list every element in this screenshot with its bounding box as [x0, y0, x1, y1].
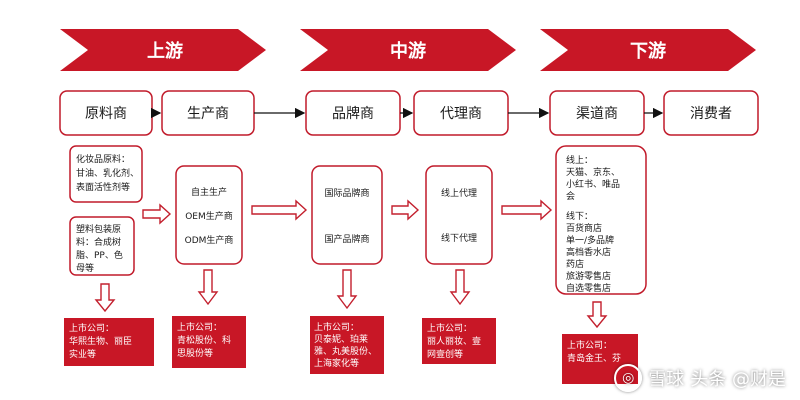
stage-banner-downstream: 下游: [540, 29, 756, 71]
svg-text:线下：: 线下：: [566, 210, 593, 222]
svg-text:甘油、乳化剂、: 甘油、乳化剂、: [76, 167, 139, 179]
svg-text:思股份等: 思股份等: [177, 347, 213, 359]
svg-text:化妆品原料：: 化妆品原料：: [76, 153, 130, 165]
watermark: ◎ 雪球 头条 @财是: [614, 364, 786, 392]
svg-text:华熙生物、丽臣: 华熙生物、丽臣: [69, 335, 132, 347]
svg-text:小红书、唯品: 小红书、唯品: [566, 178, 620, 190]
svg-text:药店: 药店: [566, 258, 584, 270]
chain-box-brand: 品牌商: [305, 90, 401, 136]
svg-text:雅、丸美股份、: 雅、丸美股份、: [314, 345, 377, 357]
svg-text:上海家化等: 上海家化等: [314, 357, 359, 369]
chain-box-agent: 代理商: [413, 90, 509, 136]
hollow-arrow-brand-to-agent: [391, 199, 420, 221]
hollow-arrow-down-brand: [336, 269, 358, 310]
svg-text:芬: 芬: [612, 353, 621, 364]
hollow-arrow-raw-to-manufacturer: [142, 203, 172, 225]
svg-text:百货商店: 百货商店: [566, 222, 602, 234]
svg-text:上市公司：: 上市公司：: [427, 322, 472, 334]
hollow-arrow-agent-to-channel: [501, 199, 553, 221]
svg-text:代理商: 代理商: [440, 106, 482, 122]
stage-banner-upstream: 上游: [60, 29, 266, 71]
svg-text:国际品牌商: 国际品牌商: [324, 187, 369, 199]
flow-arrows-horizontal: [142, 199, 553, 225]
svg-text:料：合成树: 料：合成树: [76, 236, 121, 248]
svg-text:网壹创等: 网壹创等: [427, 348, 463, 360]
svg-text:高档香水店: 高档香水店: [566, 246, 611, 258]
watermark-author: 头条 @财是: [690, 369, 786, 390]
svg-text:上市公司：: 上市公司：: [69, 322, 114, 334]
hollow-arrow-down-agent: [449, 269, 471, 306]
detail-channel: 线上： 天猫、京东、 小红书、唯品 会 线下： 百货商店 单一/多品牌 高档香水…: [555, 145, 647, 295]
hollow-arrow-manufacturer-to-brand: [251, 199, 308, 221]
company-box-upstream: 上市公司： 华熙生物、丽臣 实业等: [64, 318, 154, 366]
chain-box-raw-material: 原料商: [59, 90, 153, 136]
hollow-arrow-down-channel: [586, 301, 608, 329]
watermark-site: 雪球: [648, 369, 685, 390]
svg-text:会: 会: [566, 190, 575, 202]
svg-text:天猫、京东、: 天猫、京东、: [566, 166, 620, 178]
detail-raw-material-cosmetic: 化妆品原料： 甘油、乳化剂、 表面活性剂等: [69, 145, 143, 203]
svg-text:线上代理: 线上代理: [441, 187, 477, 199]
chain-box-channel: 渠道商: [549, 90, 645, 136]
svg-text:国产品牌商: 国产品牌商: [324, 233, 369, 245]
hollow-arrow-down-upstream: [94, 283, 116, 313]
svg-text:品牌商: 品牌商: [332, 105, 374, 122]
svg-text:上市公司：: 上市公司：: [177, 321, 222, 333]
svg-text:线上：: 线上：: [566, 154, 593, 166]
xueqiu-logo-icon: ◎: [614, 364, 643, 392]
chain-box-consumer: 消费者: [663, 90, 759, 136]
svg-text:表面活性剂等: 表面活性剂等: [76, 181, 130, 193]
svg-text:线下代理: 线下代理: [441, 232, 477, 244]
chain-box-manufacturer: 生产商: [161, 90, 255, 136]
svg-text:母等: 母等: [76, 262, 94, 274]
company-box-agent: 上市公司： 丽人丽妆、壹 网壹创等: [422, 318, 496, 364]
detail-raw-material-packaging: 塑料包装原 料：合成树 脂、PP、色 母等: [69, 216, 135, 276]
svg-text:旅游零售店: 旅游零售店: [566, 270, 611, 282]
detail-manufacturer: 自主生产 OEM生产商 ODM生产商: [175, 165, 243, 265]
stage-banner-midstream: 中游: [300, 29, 516, 71]
svg-text:上市公司：: 上市公司：: [567, 339, 612, 351]
company-box-brand: 上市公司： 贝泰妮、珀莱 雅、丸美股份、 上海家化等: [310, 316, 384, 374]
svg-text:ODM生产商: ODM生产商: [185, 234, 234, 246]
company-box-manufacturer: 上市公司： 青松股份、科 思股份等: [172, 316, 246, 368]
hollow-arrow-down-manufacturer: [197, 269, 219, 306]
svg-text:渠道商: 渠道商: [576, 106, 618, 122]
svg-text:青岛金王、: 青岛金王、: [567, 352, 612, 364]
svg-text:青松股份、科: 青松股份、科: [177, 334, 231, 346]
svg-text:下游: 下游: [630, 40, 666, 62]
flow-arrows-down: [94, 269, 608, 329]
svg-text:脂、PP、色: 脂、PP、色: [76, 249, 123, 261]
svg-text:中游: 中游: [390, 40, 426, 62]
svg-text:自选零售店: 自选零售店: [566, 282, 611, 294]
svg-text:上市公司：: 上市公司：: [314, 321, 359, 333]
svg-text:消费者: 消费者: [690, 106, 732, 122]
detail-agent: 线上代理 线下代理: [425, 165, 493, 265]
svg-text:单一/多品牌: 单一/多品牌: [566, 234, 614, 246]
detail-brand: 国际品牌商 国产品牌商: [311, 165, 383, 265]
svg-text:自主生产: 自主生产: [191, 186, 227, 198]
svg-text:OEM生产商: OEM生产商: [185, 210, 233, 222]
svg-text:生产商: 生产商: [187, 106, 229, 122]
svg-text:贝泰妮、珀莱: 贝泰妮、珀莱: [314, 333, 368, 345]
svg-text:上游: 上游: [147, 40, 183, 62]
svg-text:丽人丽妆、壹: 丽人丽妆、壹: [427, 335, 481, 347]
svg-text:实业等: 实业等: [69, 348, 96, 360]
svg-text:塑料包装原: 塑料包装原: [76, 223, 121, 235]
svg-text:原料商: 原料商: [85, 106, 127, 122]
